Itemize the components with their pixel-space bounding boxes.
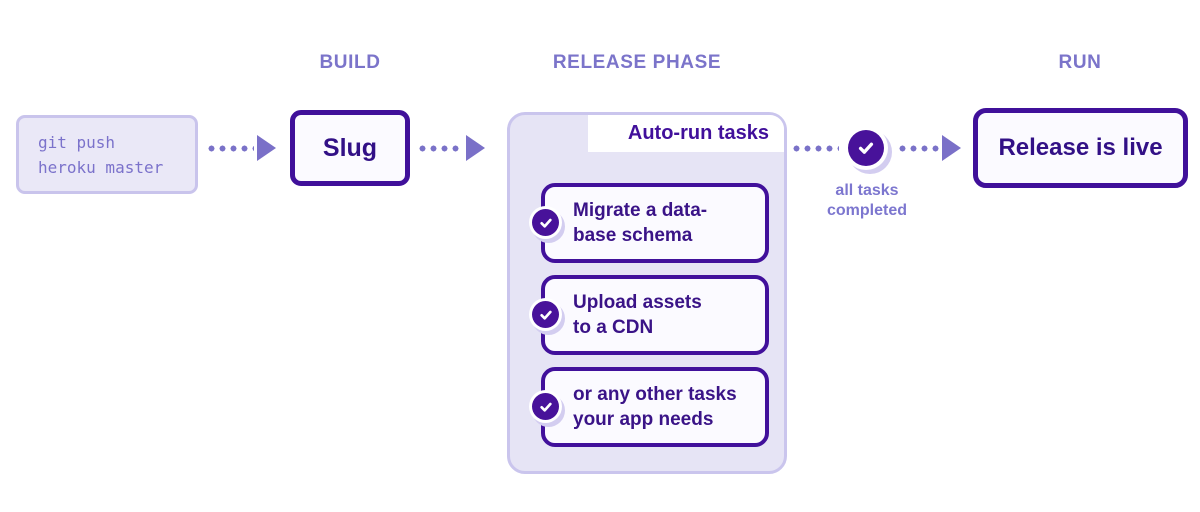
- dotted-connector: [206, 145, 254, 152]
- task-box-other-tasks: or any other tasks your app needs: [541, 367, 769, 447]
- auto-run-tasks-label: Auto-run tasks: [627, 122, 769, 144]
- git-push-line-2: heroku master: [38, 157, 164, 177]
- slug-box: Slug: [290, 110, 410, 186]
- task-check-badge: [529, 298, 562, 331]
- release-phase-panel: Auto-run tasks Migrate a data- base sche…: [507, 112, 787, 474]
- dotted-connector: [791, 145, 839, 152]
- stage-label-run: RUN: [1058, 52, 1102, 73]
- check-icon: [532, 301, 559, 328]
- git-push-command-box: git push heroku master: [16, 115, 198, 194]
- release-is-live-label: Release is live: [998, 134, 1163, 161]
- task-line: to a CDN: [573, 317, 654, 338]
- arrowhead-icon: [466, 135, 485, 161]
- stage-label-release-phase: RELEASE PHASE: [552, 52, 722, 73]
- dotted-connector: [417, 145, 463, 152]
- task-line: or any other tasks: [573, 384, 737, 405]
- git-push-line-1: git push: [38, 132, 116, 152]
- task-line: your app needs: [573, 409, 714, 430]
- all-tasks-check-badge: [844, 126, 888, 170]
- task-line: Migrate a data-: [573, 200, 708, 221]
- task-box-upload-assets: Upload assets to a CDN: [541, 275, 769, 355]
- auto-run-tasks-tab: Auto-run tasks: [588, 115, 784, 152]
- task-line: Upload assets: [573, 292, 702, 313]
- arrowhead-icon: [942, 135, 961, 161]
- task-check-badge: [529, 390, 562, 423]
- task-line: base schema: [573, 225, 693, 246]
- stage-label-build: BUILD: [319, 52, 381, 73]
- arrowhead-icon: [257, 135, 276, 161]
- task-check-badge: [529, 206, 562, 239]
- caption-line: all tasks: [835, 182, 899, 199]
- check-icon: [532, 393, 559, 420]
- check-icon: [532, 209, 559, 236]
- all-tasks-completed-label: all tasks completed: [792, 181, 942, 221]
- dotted-connector: [897, 145, 939, 152]
- caption-line: completed: [826, 202, 907, 219]
- slug-label: Slug: [322, 133, 378, 162]
- task-box-migrate-schema: Migrate a data- base schema: [541, 183, 769, 263]
- release-is-live-box: Release is live: [973, 108, 1188, 188]
- check-icon: [848, 130, 884, 166]
